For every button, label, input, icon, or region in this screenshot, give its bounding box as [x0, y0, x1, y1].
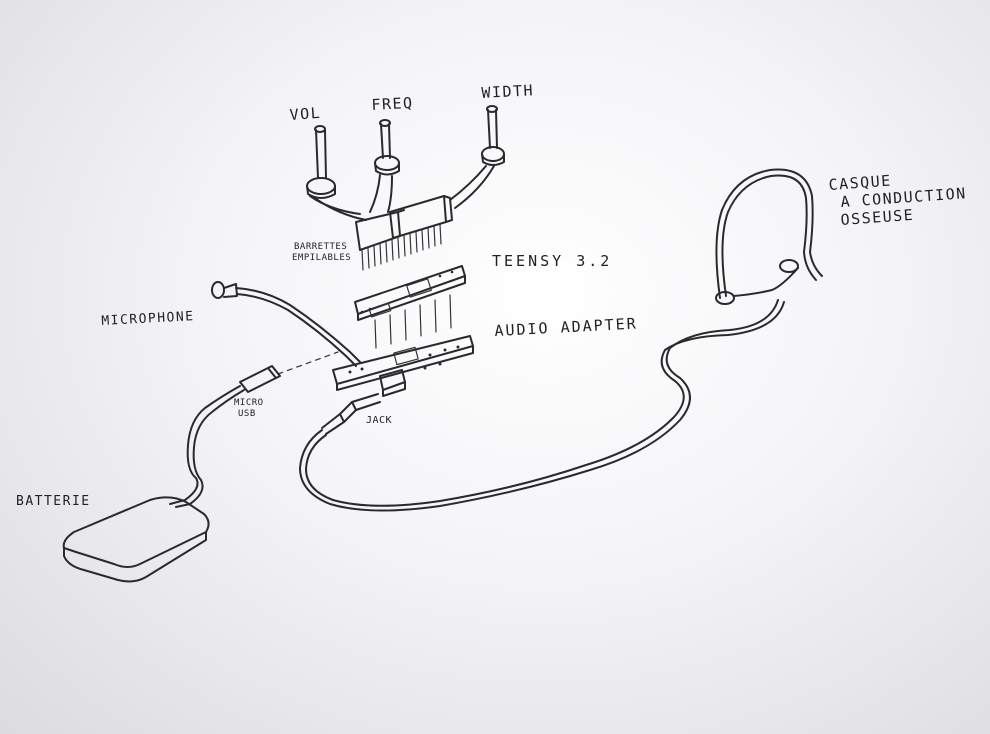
label-vol: VOL	[289, 103, 322, 124]
audio-adapter-board	[332, 335, 474, 391]
microphone	[211, 281, 361, 367]
potentiometer-vol	[306, 125, 336, 199]
potentiometer-freq	[374, 119, 400, 176]
label-jack: JACK	[366, 415, 393, 426]
bone-conduction-headset	[715, 168, 823, 305]
headset-cable	[299, 299, 785, 512]
stacking-headers	[355, 195, 453, 271]
usb-dashed-link	[277, 351, 339, 375]
battery	[62, 496, 210, 583]
label-width: WIDTH	[481, 81, 535, 102]
label-micro-usb-line2: USB	[238, 409, 256, 419]
teensy-board	[354, 265, 466, 349]
label-micro-usb-line1: MICRO	[234, 398, 264, 408]
potentiometer-width	[481, 105, 505, 166]
micro-usb-cable	[169, 365, 281, 508]
jack-connector	[321, 369, 406, 435]
pot-wires	[309, 165, 495, 221]
label-battery: BATTERIE	[16, 494, 91, 509]
label-freq: FREQ	[371, 93, 415, 114]
label-headers-line2: EMPILABLES	[292, 253, 352, 263]
label-headers-line1: BARRETTES	[294, 242, 348, 252]
label-teensy: TEENSY 3.2	[492, 252, 613, 270]
